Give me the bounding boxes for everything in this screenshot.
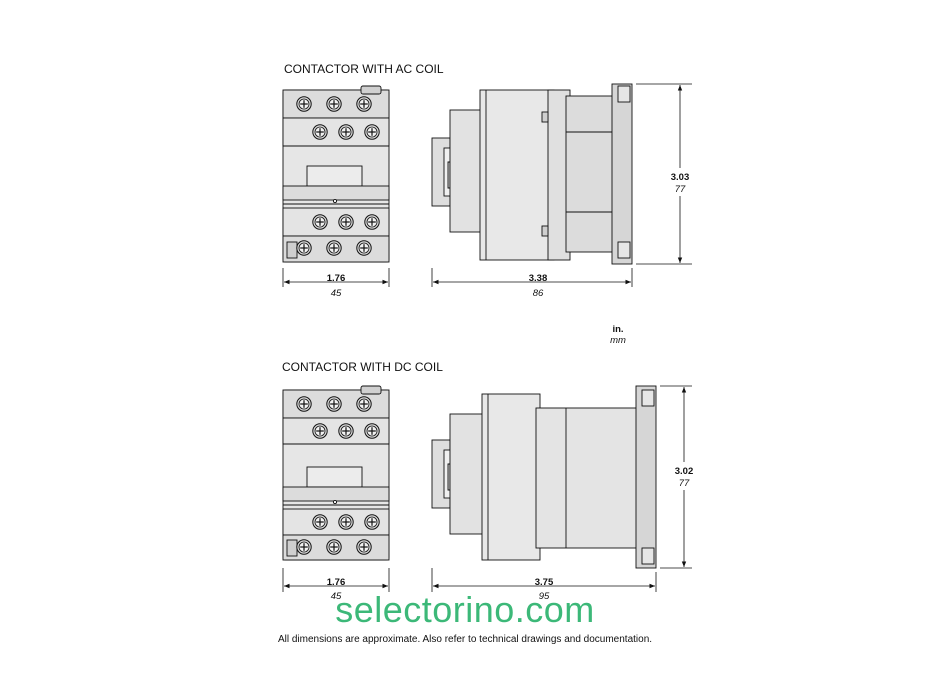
units-inch-label: in. [612,324,624,335]
units-legend: in. mm [600,324,636,346]
footnote: All dimensions are approximate. Also ref… [277,634,653,645]
ac-side-view [431,83,633,265]
dc-width-mm: 45 [331,591,342,602]
watermark-text: selectorino.com [335,589,595,630]
dc-depth-mm: 95 [539,591,550,602]
ac-depth-mm: 86 [533,288,544,299]
ac-width-inch: 1.76 [327,273,346,284]
ac-width-mm: 45 [331,288,342,299]
ac-section-title: CONTACTOR WITH AC COIL [284,62,444,76]
dc-depth-inch: 3.75 [535,577,554,588]
dc-height-mm: 77 [679,478,690,489]
ac-front-view [282,85,390,263]
ac-height-inch: 3.03 [671,172,690,183]
dc-width-inch: 1.76 [327,577,346,588]
ac-height-mm: 77 [675,184,686,195]
dc-front-view [282,385,390,561]
dc-side-view [431,385,657,569]
units-mm-label: mm [610,335,626,346]
ac-depth-inch: 3.38 [529,273,548,284]
dc-section-title: CONTACTOR WITH DC COIL [282,360,443,374]
dc-height-inch: 3.02 [675,466,694,477]
